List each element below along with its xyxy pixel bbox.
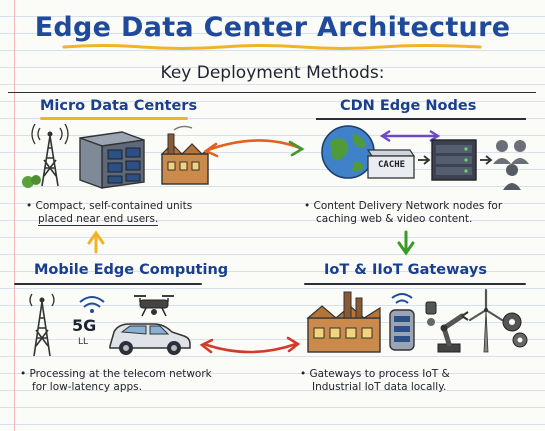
iot-desc-line1: Gateways to process IoT & xyxy=(309,368,450,380)
gateway-device-icon xyxy=(389,309,415,351)
drone-icon xyxy=(134,295,174,317)
mec-description: • Processing at the telecom network for … xyxy=(20,368,212,393)
notebook-margin-line xyxy=(14,0,15,431)
factory-icon-2 xyxy=(306,291,381,353)
cdn-description: • Content Delivery Network nodes for cac… xyxy=(304,200,503,225)
wind-turbine-icon xyxy=(468,288,504,353)
cdn-desc-line2: caching web & video content. xyxy=(316,213,473,225)
cache-label: CACHE xyxy=(378,160,406,170)
iot-description: • Gateways to process IoT & Industrial I… xyxy=(300,368,450,393)
mec-desc-line1: Processing at the telecom network xyxy=(29,368,212,380)
mec-title-underline xyxy=(14,283,202,285)
factory-icon xyxy=(160,125,209,185)
sensor-icon xyxy=(425,301,437,326)
cdn-illustration xyxy=(321,125,529,190)
arrow-right-icon xyxy=(418,155,431,165)
server-icon xyxy=(431,139,477,181)
title-underline xyxy=(62,44,482,50)
page-subtitle: Key Deployment Methods: xyxy=(160,63,385,83)
mec-illustration xyxy=(29,293,191,357)
header-divider xyxy=(8,92,536,93)
cache-server-icon xyxy=(366,149,416,179)
cdn-title: CDN Edge Nodes xyxy=(340,98,477,114)
mec-title: Mobile Edge Computing xyxy=(34,262,229,278)
mec-desc-line2: for low-latency apps. xyxy=(32,381,142,393)
cdn-title-underline xyxy=(316,118,526,120)
bush-icon xyxy=(22,175,41,188)
iot-illustration xyxy=(306,288,528,353)
micro-dc-description: • Compact, self-contained units placed n… xyxy=(26,200,193,226)
gears-icon xyxy=(502,312,528,348)
users-icon xyxy=(493,140,529,190)
micro-dc-desc-line1: Compact, self-contained units xyxy=(35,200,193,212)
micro-dc-desc-line2: placed near end users. xyxy=(38,213,159,226)
micro-dc-title: Micro Data Centers xyxy=(40,98,198,114)
robot-arm-icon xyxy=(437,311,469,353)
globe-icon xyxy=(321,125,375,179)
micro-dc-illustration xyxy=(22,123,209,189)
5g-badge: 5G xyxy=(72,316,97,335)
wifi-icon-2 xyxy=(391,293,413,304)
cell-tower-icon xyxy=(31,123,69,187)
iot-desc-line2: Industrial IoT data locally. xyxy=(312,381,447,393)
cdn-desc-line1: Content Delivery Network nodes for xyxy=(313,200,503,212)
iot-title: IoT & IIoT Gateways xyxy=(324,262,487,278)
iot-title-underline xyxy=(304,283,526,285)
micro-dc-title-underline xyxy=(40,117,188,120)
5g-badge-subtext: LL xyxy=(78,337,89,347)
cell-tower-icon-2 xyxy=(29,293,55,357)
server-rack-icon xyxy=(79,131,145,189)
car-icon xyxy=(109,323,191,355)
page-title: Edge Data Center Architecture xyxy=(34,12,511,43)
wifi-icon xyxy=(79,296,105,313)
arrow-right-icon-2 xyxy=(480,155,493,165)
